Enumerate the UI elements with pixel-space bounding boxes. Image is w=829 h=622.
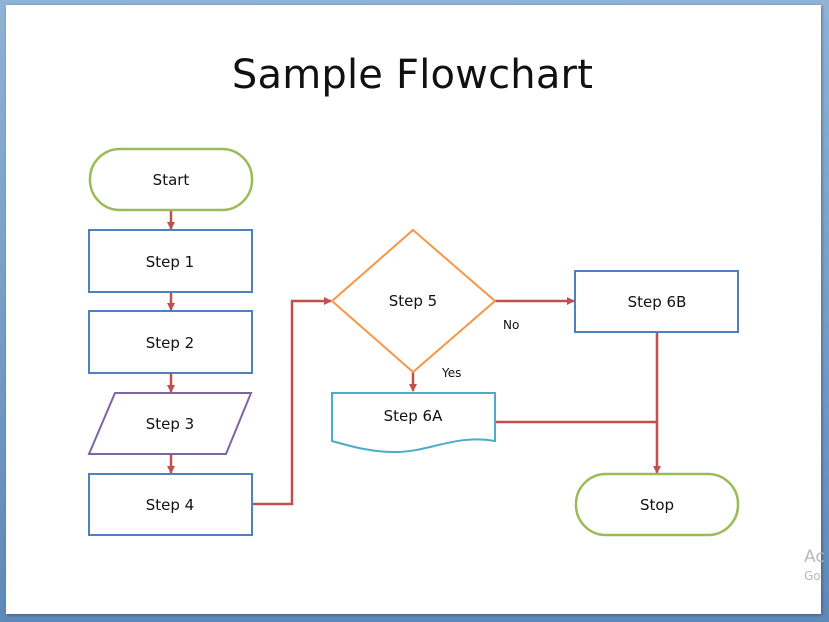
node-step6a-label: Step 6A [384, 407, 443, 425]
node-start: Start [88, 147, 254, 212]
connector-step4-step5 [252, 297, 332, 506]
node-step1: Step 1 [88, 229, 253, 293]
activation-watermark: Ac Go [804, 546, 829, 591]
input-shape [87, 392, 253, 455]
node-stop: Stop [574, 472, 740, 537]
node-step5-label: Step 5 [389, 292, 437, 310]
watermark-line-2: Go [804, 569, 821, 583]
node-step2-label: Step 2 [146, 334, 194, 352]
node-step1-label: Step 1 [146, 253, 194, 271]
node-step3-label: Step 3 [146, 415, 194, 433]
terminal-shape [574, 472, 740, 537]
decision-shape [330, 228, 497, 374]
process-shape [574, 270, 739, 333]
process-shape [88, 310, 253, 374]
node-start-label: Start [153, 171, 190, 189]
connectors [167, 210, 661, 506]
edge-label-no: No [503, 318, 519, 332]
node-step5: Step 5 [330, 228, 497, 374]
watermark-line-1: Ac [804, 547, 825, 567]
node-step6b-label: Step 6B [628, 293, 687, 311]
node-step4: Step 4 [88, 473, 253, 536]
node-step2: Step 2 [88, 310, 253, 374]
terminal-shape [88, 147, 254, 212]
document-shape [331, 392, 496, 454]
node-step4-label: Step 4 [146, 496, 194, 514]
process-shape [88, 473, 253, 536]
page-title: Sample Flowchart [231, 52, 594, 98]
edge-label-yes: Yes [441, 366, 461, 380]
node-stop-label: Stop [640, 496, 674, 514]
node-step6a: Step 6A [331, 392, 496, 454]
process-shape [88, 229, 253, 293]
node-step6b: Step 6B [574, 270, 739, 333]
node-step3: Step 3 [87, 392, 253, 455]
